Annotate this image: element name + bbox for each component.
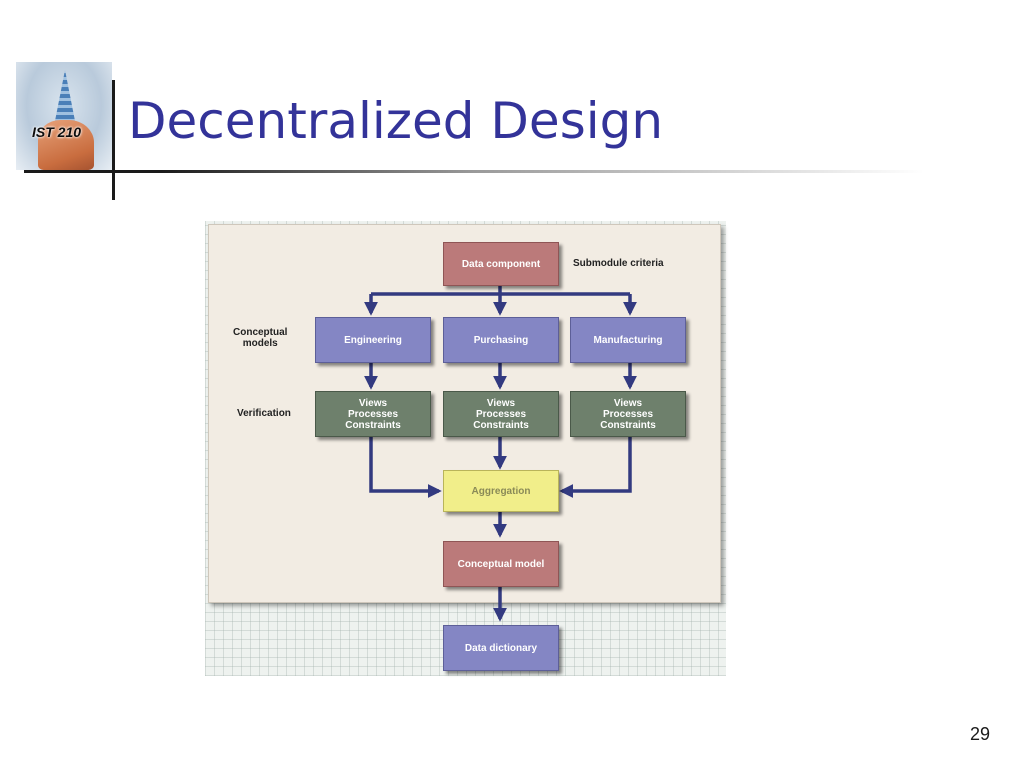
arrow-right-views-to-aggregation [559,436,632,498]
slide-title: Decentralized Design [128,92,664,150]
node-engineering: Engineering [315,317,431,363]
arrow-left-views-to-aggregation [369,436,442,498]
node-views-purchasing: Views Processes Constraints [443,391,559,437]
node-views-engineering: Views Processes Constraints [315,391,431,437]
node-views-manufacturing: Views Processes Constraints [570,391,686,437]
title-underline [24,170,924,173]
title-vertical-divider [112,80,115,200]
node-aggregation: Aggregation [443,470,559,512]
node-purchasing: Purchasing [443,317,559,363]
page-number: 29 [969,724,990,744]
node-conceptual-model: Conceptual model [443,541,559,587]
flow-arrows [364,285,637,622]
label-submodule-criteria: Submodule criteria [573,258,664,269]
logo-hand-icon [38,120,94,170]
label-conceptual-models: Conceptual models [233,327,288,349]
node-data-component: Data component [443,242,559,286]
logo-course-code: IST 210 [32,124,82,140]
course-logo: IST 210 [16,62,112,170]
decentralized-design-figure: Data component Submodule criteria Concep… [205,221,726,676]
node-data-dictionary: Data dictionary [443,625,559,671]
label-verification: Verification [237,408,291,419]
node-manufacturing: Manufacturing [570,317,686,363]
